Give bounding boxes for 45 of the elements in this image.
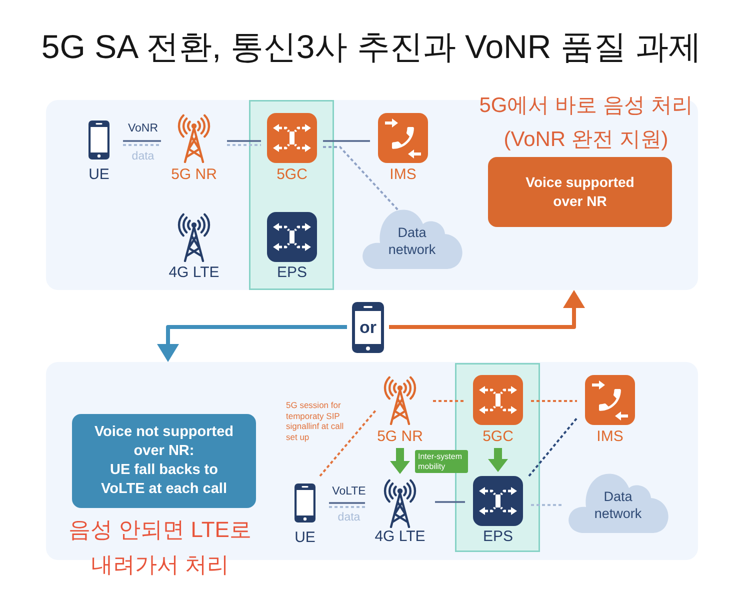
arrow [389, 290, 585, 329]
node-label: 5G NR [377, 428, 423, 446]
connector [323, 146, 399, 211]
info-box [72, 414, 256, 508]
connector [329, 502, 365, 504]
connector [323, 140, 370, 142]
connector [531, 400, 577, 402]
connector [435, 501, 465, 503]
cloud-label: Data network [388, 224, 436, 258]
connector [433, 400, 465, 402]
cloud-label: Data network [594, 488, 642, 522]
connector [329, 506, 365, 508]
connector [227, 140, 261, 142]
phone-screen-label: or [360, 318, 376, 336]
section-heading: 5G에서 바로 음성 처리 (VoNR 완전 지원) [478, 93, 694, 153]
title: 5G SA 전환, 통신3사 추진과 VoNR 품질 과제 [41, 27, 702, 67]
arrow [488, 448, 508, 472]
info-text: Voice supported over NR [524, 173, 636, 211]
section-heading: 음성 안되면 LTE로 내려가서 처리 [68, 516, 252, 579]
node-label: EPS [483, 528, 513, 546]
arrow [390, 448, 410, 474]
info-box [488, 157, 672, 227]
highlight-region [249, 100, 334, 290]
info-text: Voice not supported over NR: [93, 423, 235, 461]
tag-text: Inter-system mobility [418, 452, 464, 471]
info-text: UE fall backs to VoLTE at each call [100, 461, 228, 499]
connector [227, 144, 261, 146]
connector [123, 140, 161, 142]
node-label: IMS [390, 166, 416, 184]
node-label: 5G NR [171, 166, 217, 184]
connector [123, 144, 161, 146]
node-label: 5GC [276, 166, 308, 184]
connector [319, 409, 377, 477]
node-label: 4G LTE [168, 264, 220, 282]
node-label: 5GC [482, 428, 514, 446]
node-label: UE [88, 166, 110, 184]
info-tag [415, 450, 468, 473]
connector [528, 417, 578, 477]
node-label: 4G LTE [374, 528, 426, 546]
connector [531, 504, 563, 506]
node-label: UE [294, 529, 316, 547]
arrow [157, 325, 347, 362]
node-label: EPS [277, 264, 307, 282]
node-label: IMS [596, 428, 624, 446]
edge-label: 5G session for temporaty SIP signallinf at call set up [286, 400, 345, 442]
